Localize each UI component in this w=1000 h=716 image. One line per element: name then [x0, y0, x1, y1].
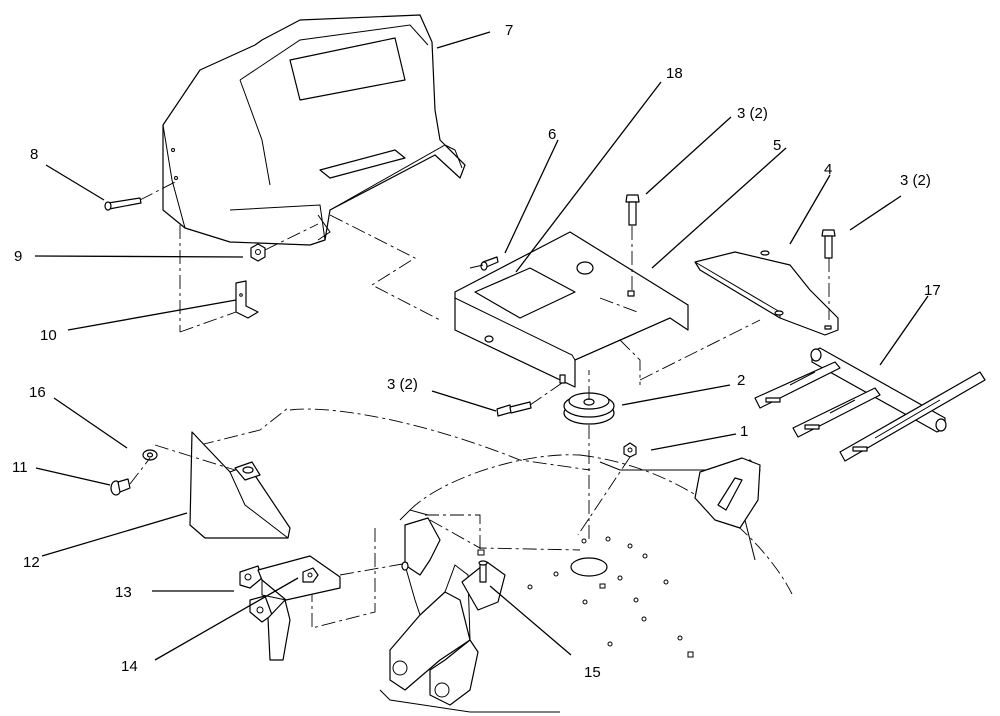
callout-4: 4 [824, 161, 832, 178]
pivot-pin [104, 197, 142, 211]
hex-nut [250, 243, 266, 262]
callout-6: 6 [548, 126, 556, 143]
callout-1: 1 [740, 423, 748, 440]
callout-16: 16 [29, 384, 46, 401]
callout-5: 5 [773, 137, 781, 154]
seat-mount-plate [454, 231, 689, 388]
side-bracket [694, 250, 839, 336]
callout-14: 14 [121, 658, 138, 675]
carriage-bolt [110, 478, 131, 496]
callout-9: 9 [14, 248, 22, 265]
callout-3-top: 3 (2) [737, 105, 768, 122]
callout-12: 12 [23, 554, 40, 571]
mower-deck [379, 454, 793, 713]
callout-2: 2 [737, 372, 745, 389]
leader-lines [34, 31, 929, 661]
callout-15: 15 [584, 664, 601, 681]
callout-11: 11 [12, 459, 28, 476]
washer [142, 449, 158, 461]
callout-17: 17 [924, 282, 941, 299]
callout-7: 7 [505, 22, 513, 39]
bolt-6 [480, 256, 499, 271]
seat [162, 14, 466, 246]
bolt-3-left [496, 401, 532, 417]
lower-bracket [239, 555, 409, 661]
lift-arm-assembly [754, 347, 986, 462]
callout-10: 10 [40, 327, 57, 344]
seat-bracket [235, 280, 259, 319]
callout-3-left: 3 (2) [387, 376, 418, 393]
deflector-shield [189, 431, 291, 539]
pulley-nut [623, 442, 637, 458]
callout-13: 13 [115, 584, 132, 601]
callout-labels: 7 18 3 (2) 6 5 8 4 3 (2) 9 17 10 2 3 (2)… [12, 22, 941, 681]
callout-3-right: 3 (2) [900, 172, 931, 189]
callout-18: 18 [666, 65, 683, 82]
bolt-3-right [821, 229, 836, 259]
callout-8: 8 [30, 146, 38, 163]
bolt-3-top [625, 194, 640, 226]
